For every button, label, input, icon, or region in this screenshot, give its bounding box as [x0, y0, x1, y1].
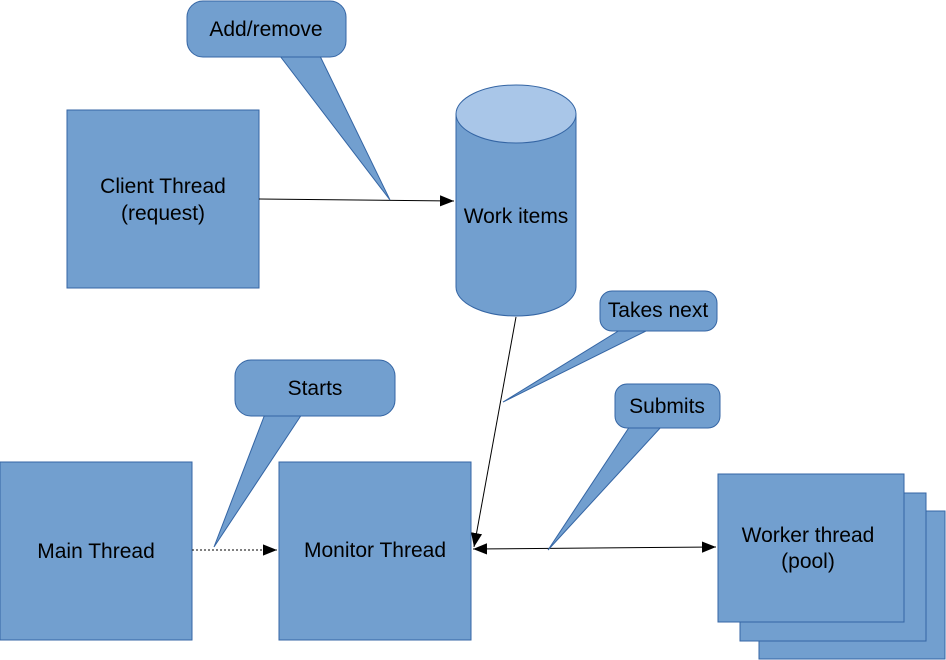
client-to-work-items-arrow — [258, 195, 455, 207]
client-thread-label-line1: Client Thread — [100, 175, 226, 198]
worker-thread-label-line2: (pool) — [781, 550, 835, 573]
monitor-worker-double-arrow — [472, 541, 717, 555]
monitor-thread-box — [278, 461, 472, 641]
callout-submits-label: Submits — [629, 395, 705, 418]
callout-starts — [213, 359, 396, 548]
worker-thread-label-line1: Worker thread — [742, 524, 875, 547]
callout-add-remove — [186, 0, 391, 201]
main-thread-label: Main Thread — [37, 540, 155, 563]
work-items-cylinder — [455, 84, 577, 317]
client-thread-label-line2: (request) — [121, 202, 205, 225]
callout-add-remove-label: Add/remove — [209, 18, 322, 41]
worker-thread-box — [717, 473, 905, 623]
main-thread-box — [0, 461, 193, 641]
callout-submits — [547, 383, 721, 551]
work-items-label: Work items — [464, 205, 569, 228]
callout-takes-next — [502, 290, 718, 403]
work-items-to-monitor-arrow — [471, 316, 517, 548]
callout-takes-next-label: Takes next — [608, 299, 709, 322]
client-thread-box — [66, 109, 260, 289]
callout-starts-label: Starts — [288, 377, 343, 400]
monitor-thread-label: Monitor Thread — [304, 539, 446, 562]
